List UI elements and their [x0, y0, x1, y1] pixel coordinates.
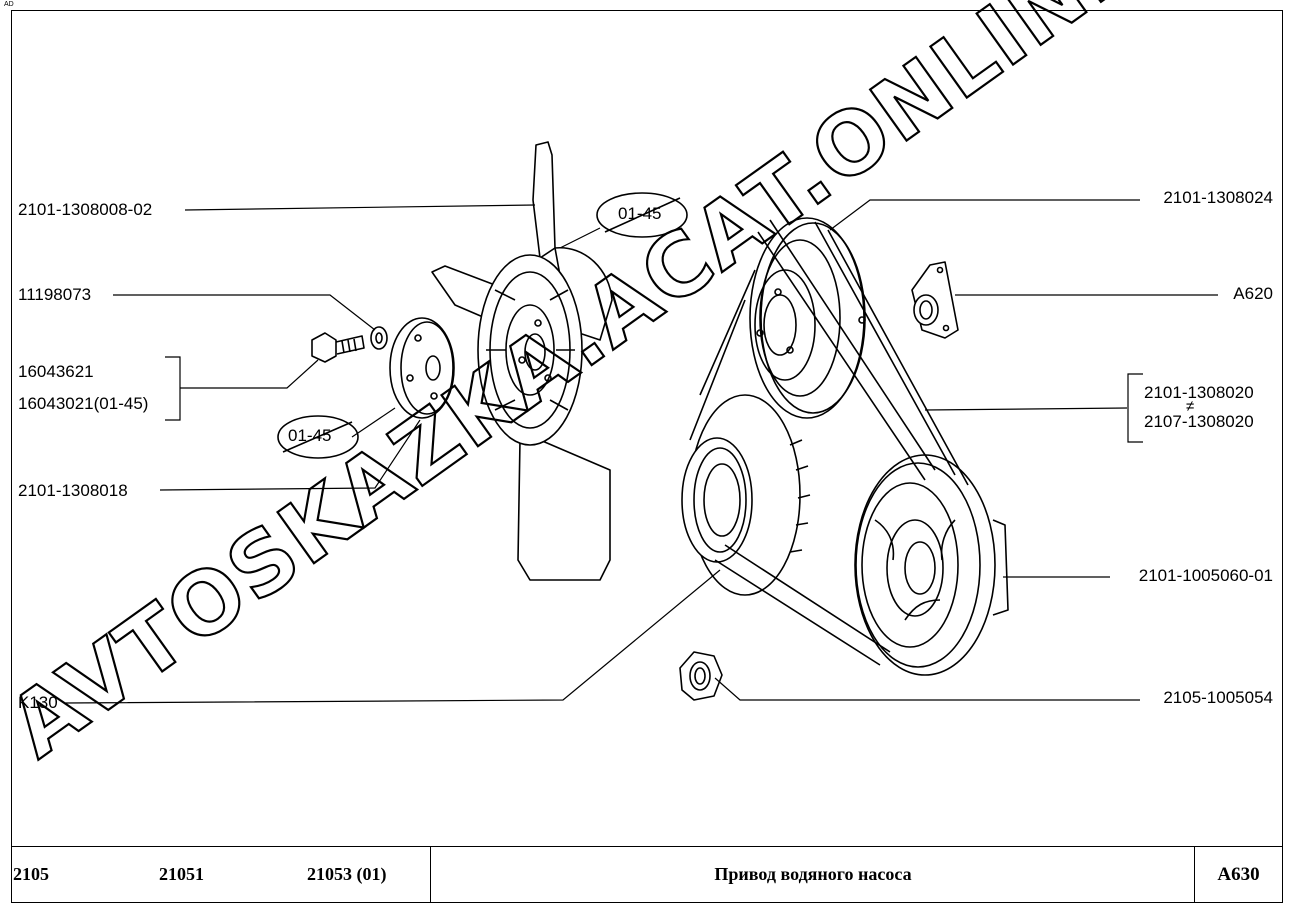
gasket-icon — [911, 261, 959, 339]
pump-pulley-icon — [749, 217, 866, 419]
fan-icon — [431, 141, 613, 581]
leader-bolt — [180, 359, 319, 389]
corner-mark: AD — [4, 1, 14, 8]
callout-spacer-variant: 01-45 — [288, 426, 332, 445]
footer-divider-1 — [430, 847, 431, 902]
callout-belt-sym: ≠ — [1186, 398, 1195, 415]
leader-pump-pulley — [829, 199, 1140, 231]
leader-nut — [714, 677, 1140, 701]
callout-spacer: 2101-1308018 — [18, 481, 128, 500]
footer-code: A630 — [1217, 863, 1260, 885]
leader-belt — [924, 407, 1128, 411]
variant-oval-top — [596, 192, 688, 238]
washer-icon — [370, 326, 388, 350]
leader-spacer — [159, 419, 421, 491]
leader-fan-variant — [559, 227, 601, 249]
nut-icon — [679, 651, 723, 701]
footer-bar: 2105 21051 21053 (01) Привод водяного на… — [11, 846, 1283, 903]
footer-model-2: 21051 — [159, 864, 204, 884]
spacer-icon — [389, 317, 455, 419]
bolt-icon — [311, 332, 365, 363]
callout-generator: K130 — [18, 693, 58, 712]
callout-pump-pulley: 2101-1308024 — [1163, 188, 1273, 207]
footer-model-1: 2105 — [13, 864, 49, 884]
leader-spacer-variant — [351, 407, 396, 438]
leader-generator — [64, 569, 721, 704]
callout-bolt-b: 16043021(01-45) — [18, 394, 149, 413]
callout-fan: 2101-1308008-02 — [18, 200, 153, 219]
crankshaft-pulley-icon — [854, 454, 1009, 676]
footer-divider-2 — [1194, 847, 1195, 902]
callout-fan-variant: 01-45 — [618, 204, 662, 223]
generator-pulley-icon — [681, 394, 811, 596]
variant-oval-left — [277, 415, 359, 459]
callout-belt-b: 2107-1308020 — [1144, 412, 1254, 431]
bolt-bracket — [165, 356, 181, 421]
callout-washer: 11198073 — [18, 285, 92, 304]
footer-title: Привод водяного насоса — [714, 864, 912, 884]
belt-bracket — [1127, 373, 1143, 443]
callout-belt-a: 2101-1308020 — [1144, 383, 1254, 402]
callout-crank-pulley: 2101-1005060-01 — [1138, 566, 1273, 585]
callout-nut: 2105-1005054 — [1163, 688, 1273, 707]
leader-fan — [184, 204, 536, 211]
callout-bolt-a: 16043621 — [18, 362, 94, 381]
leader-washer — [113, 294, 376, 331]
drawing-frame — [11, 10, 1283, 903]
callout-gasket: A620 — [1233, 284, 1273, 303]
footer-model-3: 21053 (01) — [307, 864, 387, 884]
belt-icon — [689, 219, 969, 666]
